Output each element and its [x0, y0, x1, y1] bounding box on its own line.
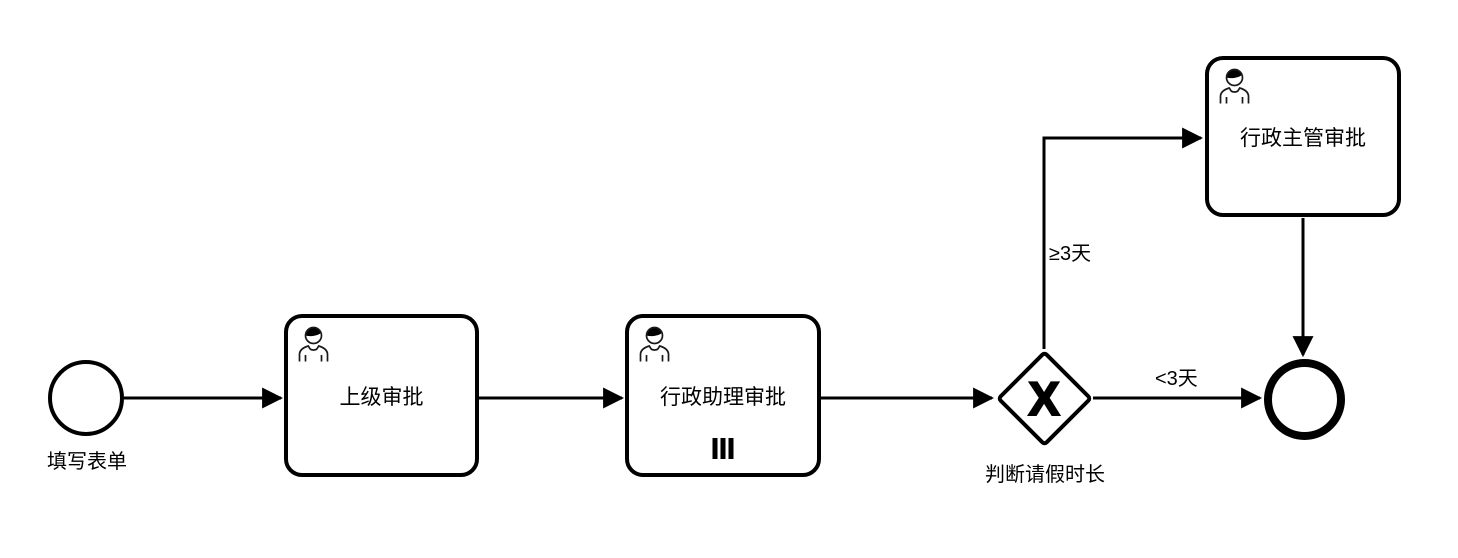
user-icon — [1219, 68, 1250, 104]
user-icon — [298, 326, 329, 362]
task-superior-label: 上级审批 — [339, 385, 424, 409]
task-supervisor-approval: 行政主管审批 — [1205, 56, 1401, 217]
gateway-label: 判断请假时长 — [985, 464, 1105, 486]
flow-label-lt-3-days: <3天 — [1155, 368, 1198, 390]
start-event-label: 填写表单 — [47, 451, 127, 473]
start-event — [48, 360, 124, 436]
flow-gateway-to-supervisor — [1042, 127, 1204, 349]
flow-label-ge-3-days: ≥3天 — [1049, 243, 1092, 265]
user-icon — [639, 326, 670, 362]
task-assistant-approval: 行政助理审批 — [625, 314, 821, 477]
end-event — [1264, 359, 1345, 440]
task-superior-approval: 上级审批 — [284, 314, 479, 477]
task-supervisor-label: 行政主管审批 — [1240, 126, 1366, 150]
parallel-multi-instance-icon — [712, 438, 734, 459]
task-assistant-label: 行政助理审批 — [660, 385, 786, 409]
exclusive-gateway-x-icon: X — [1027, 372, 1060, 425]
